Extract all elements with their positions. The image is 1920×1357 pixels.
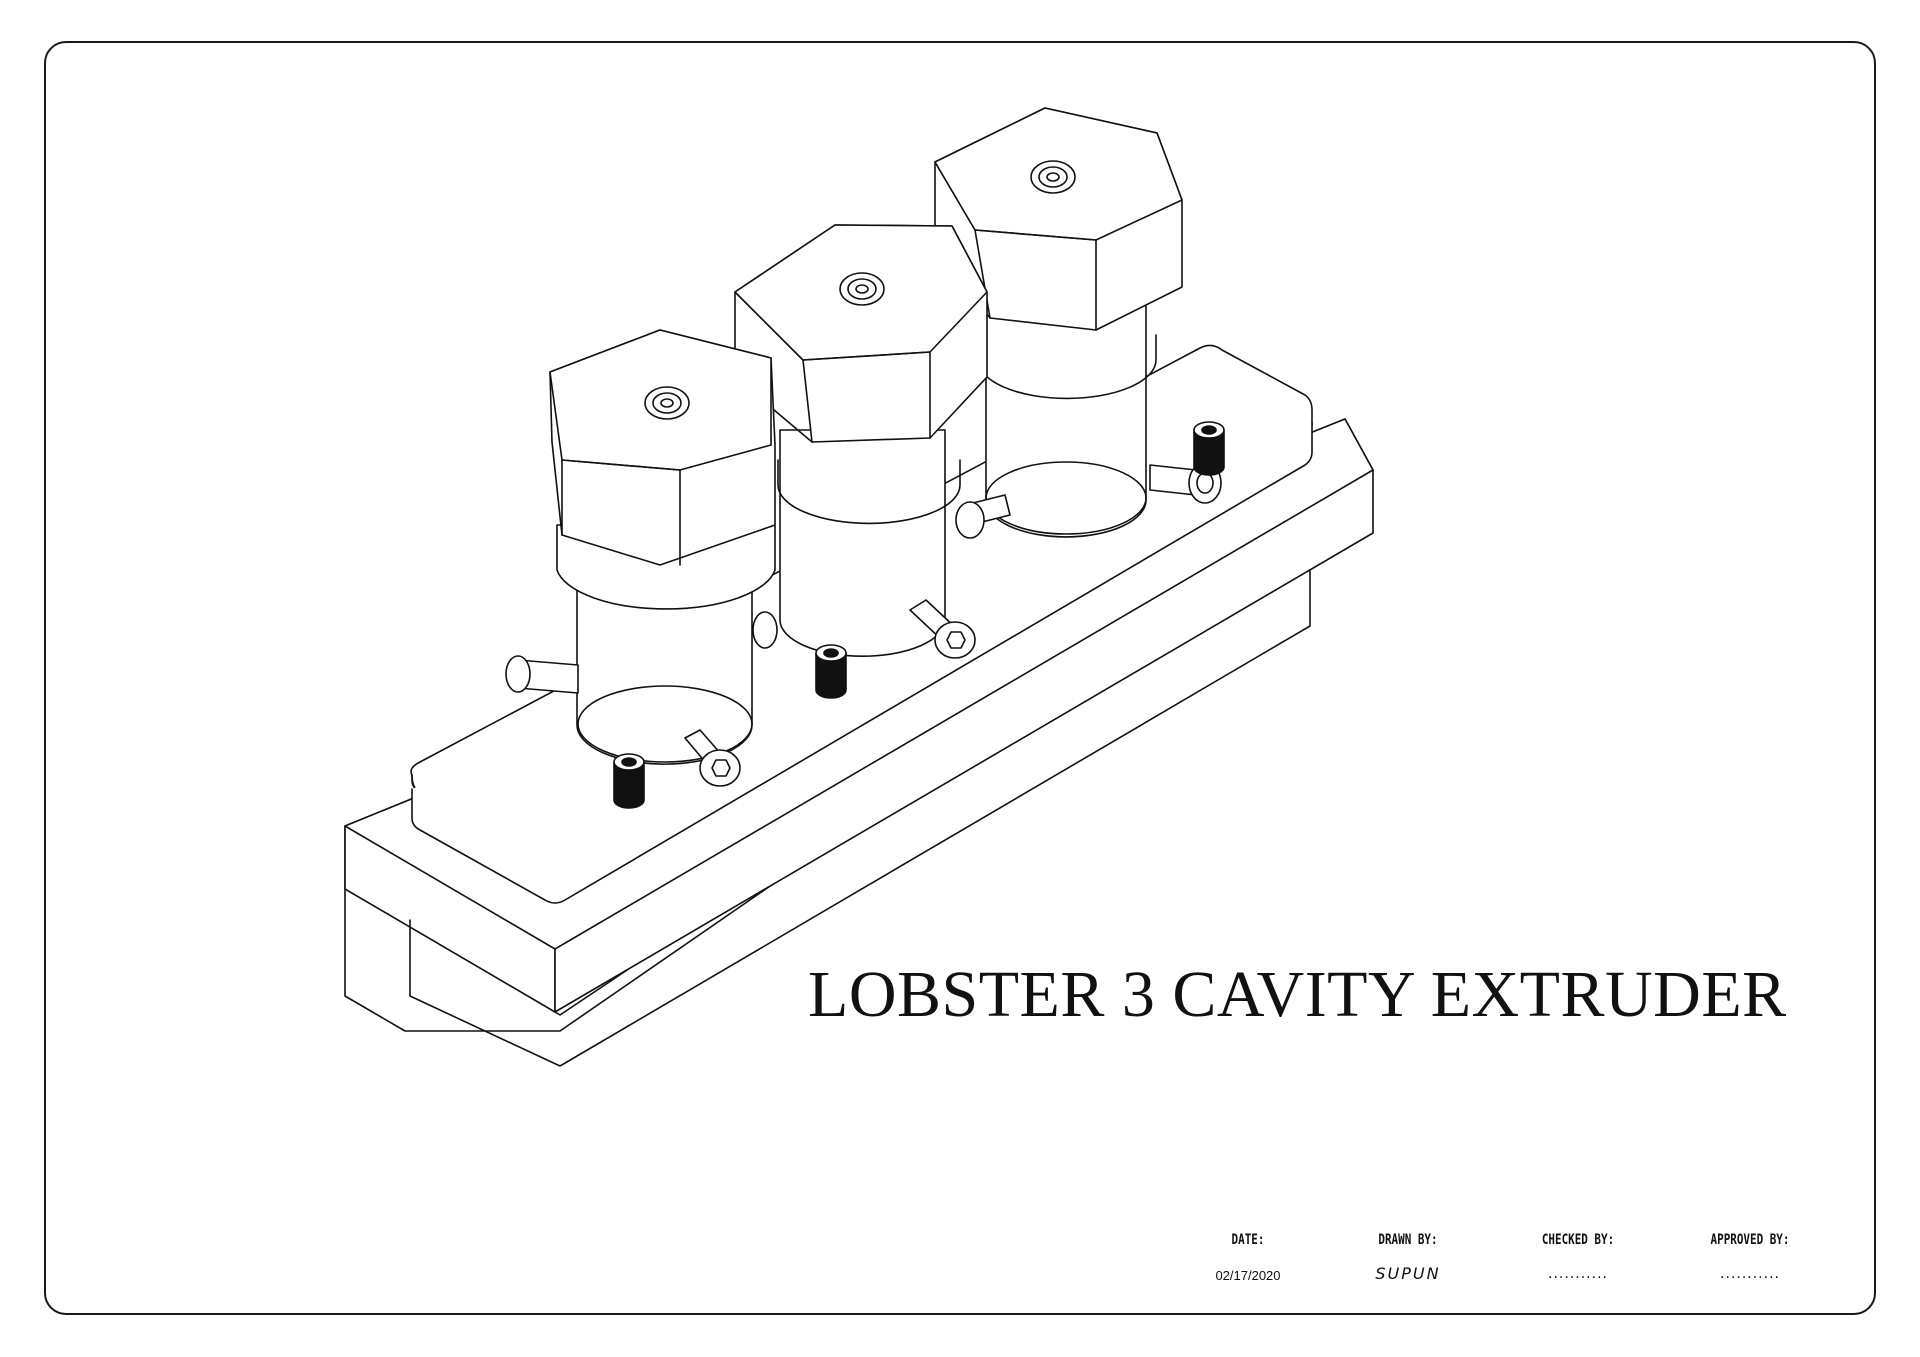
approved-by-value: ........... [1720,1266,1780,1282]
threaded-inserts [613,421,1225,809]
date-label: DATE: [1231,1232,1265,1248]
drawing-title: LOBSTER 3 CAVITY EXTRUDER [808,958,1787,1031]
date-value: 02/17/2020 [1215,1268,1281,1283]
approved-by-label: APPROVED BY: [1710,1232,1790,1248]
checked-by-value: ........... [1548,1266,1608,1282]
cavity-1 [549,329,776,765]
cavity-2 [734,224,988,657]
side-screws [505,462,1222,787]
sheet-border [44,41,1876,1315]
checked-by-label: CHECKED BY: [1541,1232,1615,1248]
drawn-by-label: DRAWN BY: [1378,1232,1438,1248]
drawn-by-value: SUPUN [1375,1264,1441,1283]
cavity-3 [934,107,1183,538]
